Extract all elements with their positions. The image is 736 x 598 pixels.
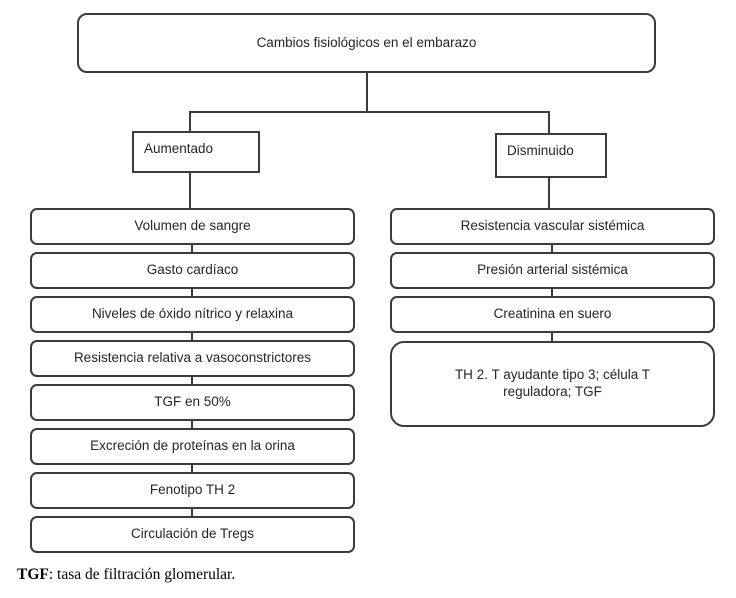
connector-decreased-3 [551,333,553,341]
connector-left-branch-drop [189,113,191,131]
decreased-item-label: Creatinina en suero [493,306,612,322]
increased-item-node: Excreción de proteínas en la orina [30,428,355,465]
increased-item-node: Gasto cardíaco [30,252,355,289]
connector-branch-horizontal [189,111,550,113]
connector-increased-1 [191,245,193,252]
connector-increased-2 [191,289,193,296]
decreased-item-node: Resistencia vascular sistémica [390,208,715,245]
connector-decreased-2 [551,289,553,296]
connector-increased-to-list [189,173,191,208]
increased-item-node: Circulación de Tregs [30,516,355,553]
connector-increased-3 [191,333,193,340]
connector-increased-4 [191,377,193,384]
increased-item-label: Fenotipo TH 2 [149,482,236,498]
connector-decreased-to-list [548,178,550,208]
increased-item-node: TGF en 50% [30,384,355,421]
decreased-item-node: Presión arterial sistémica [390,252,715,289]
footnote-abbr: TGF [17,566,49,583]
decreased-item-label: Presión arterial sistémica [477,262,628,278]
decreased-item-label: Resistencia vascular sistémica [460,218,645,234]
branch-node-decreased: Disminuido [495,133,607,178]
increased-item-label: Gasto cardíaco [146,262,239,278]
connector-root-vertical [366,73,368,113]
increased-item-label: Excreción de proteínas en la orina [90,438,295,454]
connector-increased-5 [191,421,193,428]
increased-item-node: Volumen de sangre [30,208,355,245]
branch-label-increased: Aumentado [144,141,214,156]
increased-item-label: Resistencia relativa a vasoconstrictores [73,350,312,366]
increased-item-node: Fenotipo TH 2 [30,472,355,509]
branch-node-increased: Aumentado [132,131,260,173]
root-node-title: Cambios fisiológicos en el embarazo [77,13,656,73]
decreased-item-node-note: TH 2. T ayudante tipo 3; célula T regula… [390,341,715,427]
connector-increased-6 [191,465,193,472]
footnote-text: : tasa de filtración glomerular. [48,566,236,583]
footnote: TGF: tasa de filtración glomerular. [17,566,235,584]
increased-item-label: TGF en 50% [154,394,231,410]
connector-decreased-1 [551,245,553,252]
increased-item-node: Resistencia relativa a vasoconstrictores [30,340,355,377]
connector-right-branch-drop [548,113,550,133]
increased-item-node: Niveles de óxido nítrico y relaxina [30,296,355,333]
increased-item-label: Circulación de Tregs [130,526,255,542]
root-node-label: Cambios fisiológicos en el embarazo [256,34,477,50]
increased-item-label: Volumen de sangre [134,218,251,234]
increased-item-label: Niveles de óxido nítrico y relaxina [91,306,294,322]
decreased-item-node: Creatinina en suero [390,296,715,333]
decreased-item-label: TH 2. T ayudante tipo 3; célula T regula… [454,367,651,399]
branch-label-decreased: Disminuido [507,143,574,158]
connector-increased-7 [191,509,193,516]
